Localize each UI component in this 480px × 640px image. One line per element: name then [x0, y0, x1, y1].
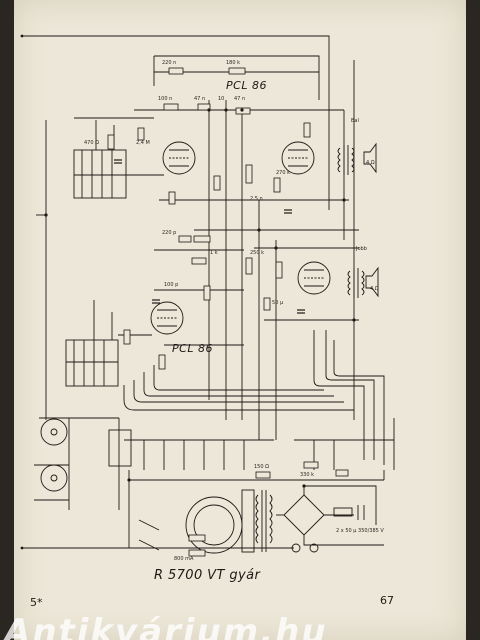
value-label: 220 p	[162, 230, 177, 236]
book-page: PCL 86 PCL 86 R 5700 VT gyár 5* 67 Bal 4…	[14, 0, 466, 640]
value-label: 250 k	[250, 250, 265, 256]
watermark: Antikvárium.hu	[4, 612, 328, 640]
speaker-imp-lower: 4 Ω	[370, 286, 379, 292]
speaker-label-right: Jobb	[356, 246, 367, 252]
value-label: 47 n	[234, 96, 246, 102]
page-number-left: 5*	[30, 596, 43, 609]
value-label: 47 n	[194, 96, 206, 102]
value-label: 330 k	[300, 472, 315, 478]
page-number-right: 67	[380, 594, 394, 607]
diagram-caption: R 5700 VT gyár	[154, 568, 261, 583]
speaker-imp-upper: 4 Ω	[366, 160, 375, 166]
value-label: 1 k	[210, 250, 218, 256]
value-label: 100 n	[158, 96, 173, 102]
value-label: 270 k	[276, 170, 291, 176]
value-label: 2,4 M	[136, 140, 150, 146]
value-label: 220 n	[162, 60, 177, 66]
value-label: 2,5 n	[250, 196, 263, 202]
tube-label-left: PCL 86	[172, 342, 213, 355]
power-supply-label: 2 x 50 μ 350/385 V	[336, 528, 384, 534]
value-label: 180 k	[226, 60, 241, 66]
circuit-schematic	[20, 34, 395, 557]
value-label: 50 μ	[272, 300, 284, 306]
value-label: 10	[218, 96, 225, 102]
speaker-label-left: Bal	[351, 118, 359, 124]
value-label: 470 Ω	[84, 140, 99, 146]
value-label: 800 mA	[174, 556, 194, 562]
value-label: 150 Ω	[254, 464, 269, 470]
tube-label-top: PCL 86	[226, 79, 267, 92]
value-label: 100 p	[164, 282, 179, 288]
